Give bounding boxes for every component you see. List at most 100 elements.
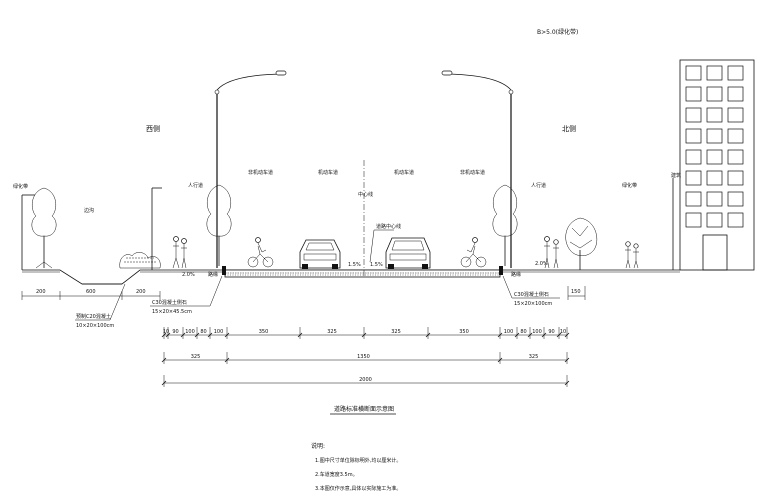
pedestrians-left: [172, 236, 187, 269]
building-window: [727, 107, 744, 123]
dim-row3-tick-mark: [161, 380, 167, 386]
median-label: 道路中心线: [376, 223, 401, 230]
section-label: 边沟: [84, 207, 94, 214]
building-window: [727, 170, 744, 186]
right-curb-callout: C30混凝土侧石 15×20×100cm: [502, 275, 560, 307]
building-door: [702, 234, 728, 271]
right-curb-label: 路缘: [511, 271, 521, 278]
right-curb-note-2: 15×20×100cm: [514, 301, 552, 307]
dimension-ditch-row: 200 600 200: [21, 289, 161, 300]
building-window: [685, 191, 702, 207]
left-curb-note-2: 15×20×45.5cm: [152, 309, 192, 315]
building-window: [706, 212, 723, 228]
cyclist-left: [247, 237, 274, 268]
section-label: 人行道: [531, 182, 546, 189]
building-window: [706, 170, 723, 186]
dim-row1-tick-mark: [564, 332, 570, 338]
dim-row1-tick-mark: [297, 332, 303, 338]
right-curb-note-1: C30混凝土侧石: [514, 291, 549, 298]
dim-row1-label: 10: [163, 329, 169, 335]
dim-row1-label: 350: [459, 329, 469, 335]
dim-row1-tick-mark: [207, 332, 213, 338]
road-pavement: [222, 266, 503, 278]
building-window: [727, 149, 744, 165]
dim-row1-label: 100: [185, 329, 195, 335]
building-window: [685, 149, 702, 165]
dimension-right-small: 150: [567, 286, 586, 300]
median-callout: 道路中心线: [369, 223, 401, 263]
dim-row1-tick-mark: [425, 332, 431, 338]
building: [679, 59, 755, 271]
building-window: [706, 191, 723, 207]
dim-row1-label: 100: [214, 329, 224, 335]
dim-row1-label: 80: [200, 329, 206, 335]
building-window: [727, 191, 744, 207]
building-window: [727, 128, 744, 144]
right-slope-label: 2.0%: [535, 261, 548, 267]
section-label: 人行道: [188, 182, 203, 189]
notes-item: 2.车道宽度3.5m。: [315, 471, 358, 478]
building-window: [685, 65, 702, 81]
dim-row1-tick-mark: [224, 332, 230, 338]
building-window: [706, 65, 723, 81]
left-curb-callout: C30混凝土侧石 15×20×45.5cm: [150, 275, 223, 315]
section-label: 绿化带: [13, 183, 28, 190]
building-window: [685, 86, 702, 102]
tree-left-2: [206, 184, 232, 266]
left-side-label: 西侧: [146, 124, 160, 133]
dim-row1-label: 100: [532, 329, 542, 335]
dimension-row-3: 2000: [161, 375, 570, 387]
dim-right-small: 150: [571, 289, 581, 295]
dim-row1-label: 10: [560, 329, 566, 335]
dim-row2-label: 325: [191, 354, 201, 360]
pedestrians-right: [544, 236, 639, 269]
building-window: [727, 212, 744, 228]
tree-right-2: [565, 217, 598, 270]
dim-row2-tick-mark: [564, 357, 570, 363]
shrubs-left: [119, 252, 161, 269]
left-slope-label: 2.0%: [182, 272, 195, 278]
slope-right-label: 1.5%: [370, 262, 383, 268]
dim-row1-tick-mark: [541, 332, 547, 338]
dim-row2-label: 1350: [357, 354, 370, 360]
dim-row2-tick-mark: [161, 357, 167, 363]
section-label: 非机动车道: [248, 169, 273, 176]
drawing-title: 道路标准横断面示意图: [334, 405, 394, 413]
tree-right-1: [492, 184, 518, 266]
building-window: [706, 107, 723, 123]
cyclist-right: [460, 237, 487, 268]
dim-row2-tick-mark: [224, 357, 230, 363]
right-curb: [499, 266, 503, 275]
building-window: [685, 170, 702, 186]
dim-row3-tick-mark: [564, 380, 570, 386]
left-curb-label: 路缘: [208, 271, 218, 278]
dim-row1-label: 90: [172, 329, 178, 335]
notes-heading: 说明:: [311, 442, 325, 450]
dim-row1-label: 325: [391, 329, 401, 335]
dim-row1-label: 100: [504, 329, 514, 335]
dim-row1-label: 325: [327, 329, 337, 335]
section-label: 中心线: [358, 191, 373, 198]
building-window: [706, 149, 723, 165]
left-curb: [222, 266, 226, 275]
dim-row1-tick-mark: [161, 332, 167, 338]
top-right-label: B>5.0(绿化带): [537, 28, 578, 36]
right-street-lamp: [441, 70, 514, 268]
notes-item: 3.本图仅作示意,具体以实际施工为准。: [315, 485, 401, 492]
left-curb-note-1: C30混凝土侧石: [152, 299, 187, 306]
left-boundary: [21, 187, 162, 270]
left-ditch-note-2: 10×20×100cm: [76, 323, 114, 329]
building-window: [727, 86, 744, 102]
building-window: [727, 65, 744, 81]
dim-row1-label: 90: [548, 329, 554, 335]
dim-row1-tick-mark: [165, 332, 171, 338]
dim-ditch-2: 600: [86, 289, 96, 295]
slope-left-label: 1.5%: [348, 262, 361, 268]
building-window: [706, 128, 723, 144]
section-label: 绿化带: [622, 182, 637, 189]
building-window: [685, 107, 702, 123]
dim-row1-tick-mark: [556, 332, 562, 338]
dim-row1-tick-mark: [194, 332, 200, 338]
